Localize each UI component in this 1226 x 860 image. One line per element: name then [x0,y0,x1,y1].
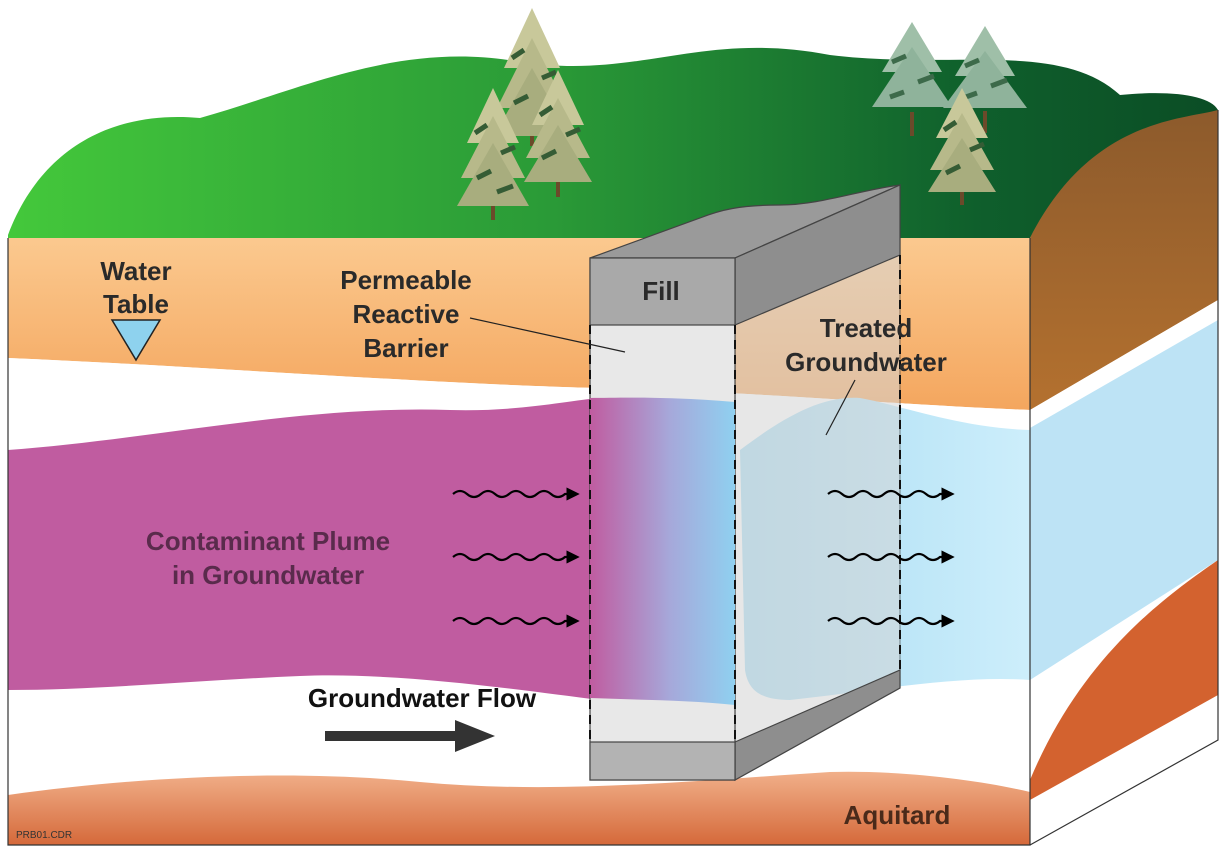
squiggle-arrow-icon [452,614,580,628]
barrier-top-face [589,184,901,259]
tree-icon [457,88,529,220]
side-outline [1029,110,1219,846]
file-code-label: PRB01.CDR [16,830,72,841]
treated-label-line1: Treated [820,313,913,343]
groundwater-flow-label: Groundwater Flow [308,683,537,713]
water-table-triangle-icon [110,319,162,362]
aquitard-label: Aquitard [844,800,951,830]
ground-block-outline [7,238,1031,846]
prb-leader-line [469,317,626,353]
aquitard-layer [8,771,1030,845]
fill-label: Fill [642,276,680,306]
barrier-bottom-cap [589,741,736,781]
squiggle-arrow-icon [827,550,955,564]
squiggle-arrow-icon [452,550,580,564]
trees [457,8,1027,220]
side-face-aquifer [1030,320,1218,680]
water-table-label-line2: Table [103,289,169,319]
treated-leader-line [825,379,856,436]
barrier-plume-transition [590,397,735,705]
barrier-fill-cap [589,257,736,326]
plume-label-line1: Contaminant Plume [146,526,390,556]
contaminant-plume [8,398,600,700]
reactive-barrier [589,184,901,782]
side-face-soil [1030,107,1218,410]
tree-icon [524,70,592,197]
labels: Water Table Permeable Reactive Barrier F… [100,256,950,830]
plume-label-line2: in Groundwater [172,560,364,590]
grass-surface [8,47,1218,239]
flow-arrows [452,487,955,628]
squiggle-arrow-icon [827,614,955,628]
groundwater-flow-arrow-icon [325,720,495,752]
tree-icon [872,22,952,136]
prb-label-line1: Permeable [340,265,472,295]
tree-icon [928,88,996,205]
side-face-aquitard [1030,560,1218,800]
squiggle-arrow-icon [827,487,955,501]
prb-label-line2: Reactive [353,299,460,329]
prb-label-line3: Barrier [363,333,448,363]
squiggle-arrow-icon [452,487,580,501]
treated-label-line2: Groundwater [785,347,947,377]
water-table-label-line1: Water [100,256,171,286]
